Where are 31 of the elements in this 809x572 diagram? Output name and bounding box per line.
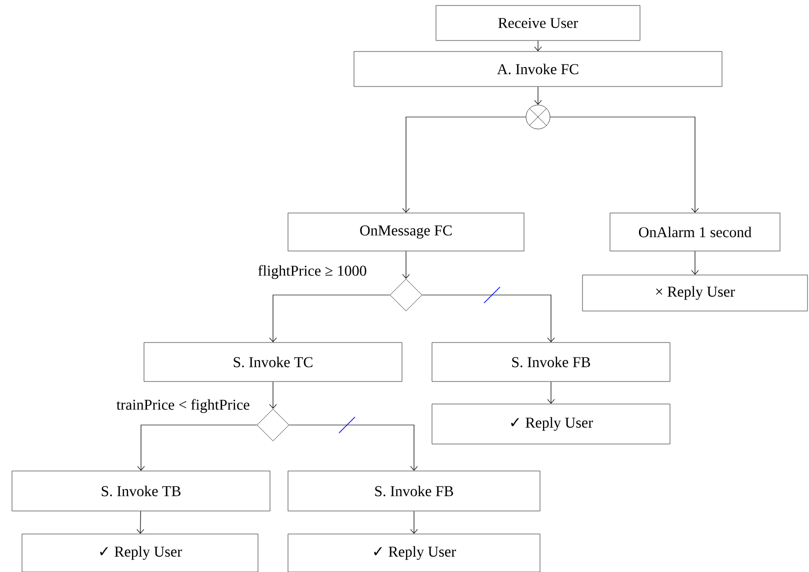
arrow	[691, 250, 699, 275]
process-box: S. Invoke FB	[432, 342, 670, 382]
arrow	[269, 381, 277, 409]
condition-label: trainPrice < fightPrice	[116, 399, 250, 413]
arrow	[422, 294, 555, 342]
process-box: S. Invoke FB	[288, 470, 540, 512]
arrow	[410, 510, 418, 534]
process-box: × Reply User	[582, 274, 808, 312]
process-box: S. Invoke TB	[12, 470, 270, 512]
arrow	[402, 116, 526, 213]
condition-label: flightPrice ≥ 1000	[258, 265, 366, 279]
arrow	[534, 40, 542, 52]
process-box: OnMessage FC	[288, 212, 524, 252]
process-box: OnAlarm 1 second	[610, 212, 780, 252]
process-box: A. Invoke FC	[354, 51, 722, 87]
arrow	[402, 250, 410, 279]
arrow	[269, 294, 390, 342]
process-box: ✓ Reply User	[288, 534, 540, 572]
arrow	[137, 424, 258, 471]
decision-diamond	[390, 278, 422, 312]
process-box: ✓ Reply User	[22, 534, 258, 572]
arrow	[288, 424, 418, 471]
process-box: S. Invoke TC	[144, 342, 402, 382]
arrow	[534, 86, 542, 105]
process-box: ✓ Reply User	[432, 404, 670, 444]
arrow	[136, 510, 144, 534]
arrow	[550, 116, 699, 213]
process-box: Receive User	[436, 5, 640, 41]
xor-gateway	[526, 104, 550, 130]
arrow	[547, 381, 555, 404]
decision-diamond	[256, 408, 290, 442]
